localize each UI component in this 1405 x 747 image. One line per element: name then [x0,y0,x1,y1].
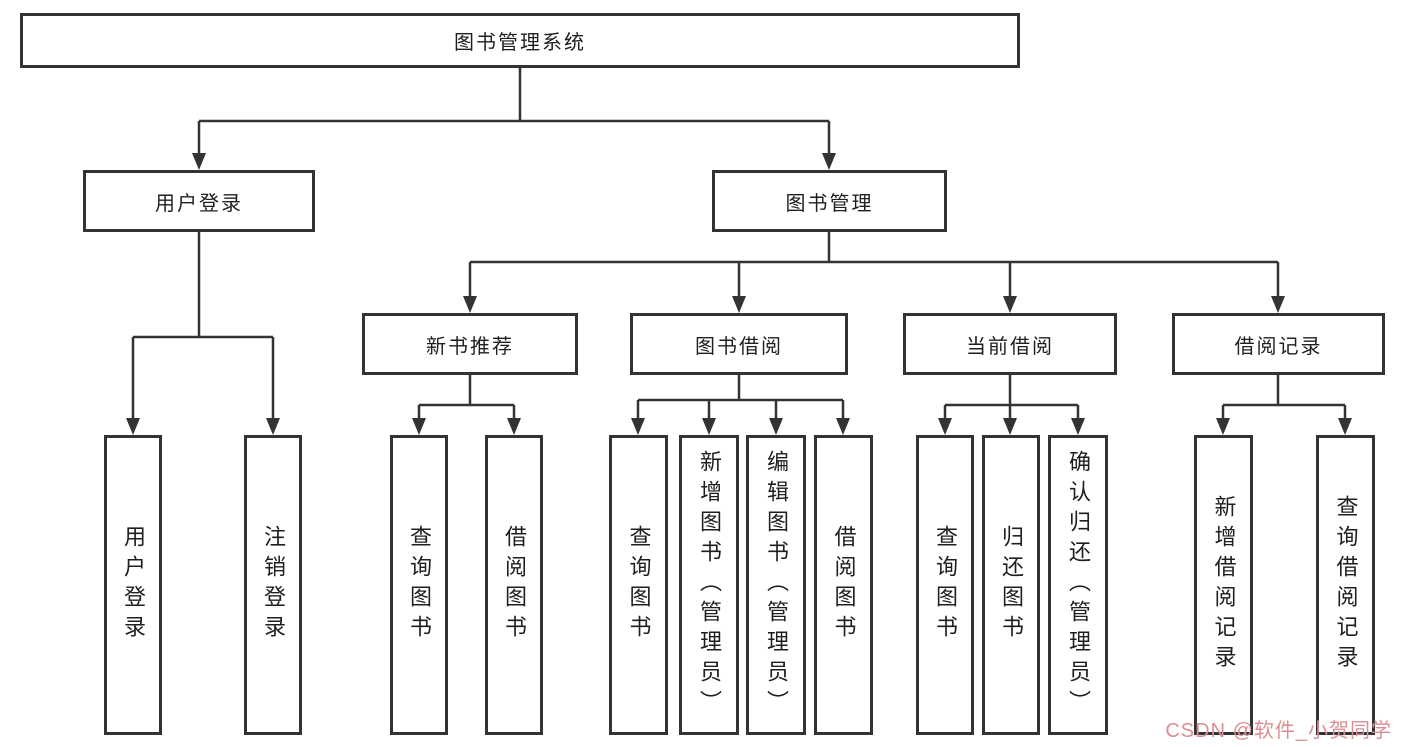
leaf-query-books-borrow: 查询图书 [609,435,668,735]
node-root: 图书管理系统 [20,13,1020,68]
leaf-logout: 注销登录 [244,435,302,735]
connector-user-login-branch [126,232,280,435]
leaf-query-books-current: 查询图书 [916,435,974,735]
leaf-edit-books-admin: 编辑图书（管理员） [746,435,806,735]
connector-book-borrow-branch [631,375,850,435]
node-user-login: 用户登录 [83,170,315,232]
leaf-query-books-rec: 查询图书 [390,435,448,735]
connector-current-borrow-branch [938,375,1085,435]
leaf-add-borrow-record: 新增借阅记录 [1194,435,1253,735]
watermark: CSDN @软件_小贺同学 [1165,720,1392,742]
leaf-user-login: 用户登录 [104,435,162,735]
node-book-mgmt: 图书管理 [712,170,947,232]
leaf-add-books-admin: 新增图书（管理员） [679,435,739,735]
node-book-borrow: 图书借阅 [630,313,848,375]
leaf-borrow-books: 借阅图书 [814,435,873,735]
connector-borrow-records-branch [1216,375,1352,435]
node-new-book-rec: 新书推荐 [362,313,578,375]
leaf-query-borrow-record: 查询借阅记录 [1316,435,1375,735]
connector-new-book-rec-branch [412,375,521,435]
leaf-borrow-books-rec: 借阅图书 [485,435,543,735]
leaf-confirm-return-admin: 确认归还（管理员） [1048,435,1108,735]
connector-book-mgmt-to-level3 [463,232,1285,313]
connector-root-to-level2 [192,68,836,170]
node-borrow-records: 借阅记录 [1172,313,1385,375]
node-current-borrow: 当前借阅 [903,313,1117,375]
leaf-return-books: 归还图书 [982,435,1040,735]
